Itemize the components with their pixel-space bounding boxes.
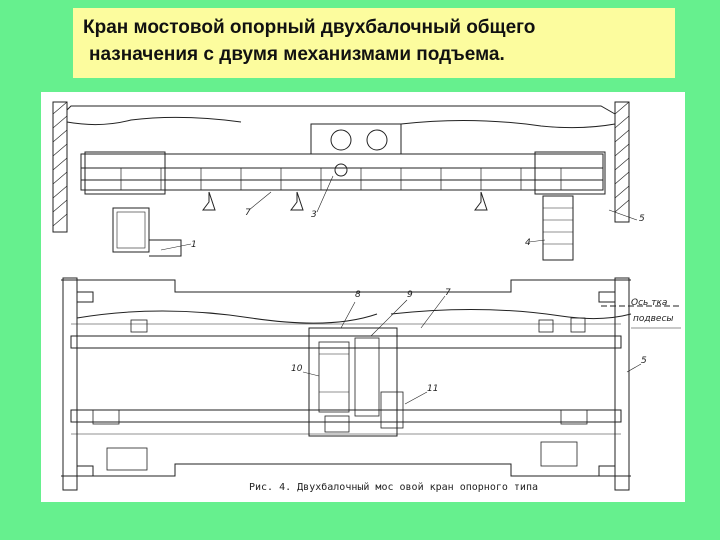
- main-girder-body: [80, 167, 604, 191]
- wheels: [76, 291, 616, 477]
- right-wall-hatch: [614, 101, 630, 213]
- slide-title-line-2: назначения с двумя механизмами подъема.: [89, 44, 505, 65]
- callout-11: 11: [427, 384, 439, 394]
- drive-left-lower: [106, 447, 148, 471]
- callout-1: 1: [191, 240, 197, 250]
- cab-platform: [149, 239, 182, 257]
- plan-bottom-edge: [61, 463, 631, 477]
- callout-10: 10: [291, 364, 303, 374]
- main-girder-top: [80, 153, 604, 169]
- crane-drawing: 1 3 4 5 7 7 8 9 10 11 5 Ось тка подвесы …: [41, 92, 685, 502]
- plan-view: [61, 277, 681, 491]
- left-wall: [52, 101, 68, 233]
- axis-label-line-1: Ось тка: [631, 298, 668, 308]
- end-carriage-left: [84, 151, 166, 195]
- callout-5: 5: [639, 214, 645, 224]
- hoist-drum-right: [366, 129, 388, 151]
- girder-stiffeners: [120, 168, 562, 190]
- drive-left-upper: [92, 409, 120, 425]
- callout-9: 9: [407, 290, 413, 300]
- callout-5-plan: 5: [641, 356, 647, 366]
- hoist-aux: [354, 337, 380, 417]
- callout-3: 3: [311, 210, 317, 220]
- girder-1-plan: [70, 335, 622, 349]
- drive-right-lower: [540, 441, 578, 467]
- hoist-main: [318, 341, 350, 413]
- cable-plan-right: [390, 308, 632, 320]
- figure-caption: Рис. 4. Двухбалочный мос овой кран опорн…: [249, 482, 538, 493]
- slide-title-line-1: Кран мостовой опорный двухбалочный общег…: [83, 17, 536, 38]
- callout-8: 8: [355, 290, 361, 300]
- lamp-2: [290, 191, 304, 211]
- trolley-elevation: [310, 123, 402, 155]
- cable-right: [400, 119, 616, 129]
- lamp-1: [202, 191, 216, 211]
- end-beam-right: [614, 277, 630, 491]
- slide-title-box: Кран мостовой опорный двухбалочный общег…: [73, 8, 675, 78]
- callout-7-plan: 7: [445, 288, 451, 298]
- callout-4: 4: [525, 238, 531, 248]
- roof-line: [66, 105, 616, 115]
- cable-left: [66, 116, 242, 126]
- right-ladder: [542, 195, 574, 261]
- right-wall: [614, 101, 630, 223]
- girder-2-plan: [70, 409, 622, 423]
- hoist-11: [380, 391, 404, 429]
- crane-drawing-svg: [52, 101, 681, 491]
- elevation-view: [52, 101, 638, 261]
- cable-plan-left: [76, 310, 378, 324]
- trolley-plan: [308, 327, 398, 437]
- drive-right-upper: [560, 409, 588, 425]
- operator-cab: [112, 207, 150, 253]
- hoist-drum-left: [330, 129, 352, 151]
- lamp-3: [474, 191, 488, 211]
- callout-7-top: 7: [245, 208, 251, 218]
- end-carriage-right: [534, 151, 606, 195]
- plan-top-edge: [61, 279, 631, 293]
- end-beam-left: [62, 277, 78, 491]
- axis-label-line-2: подвесы: [633, 314, 674, 324]
- left-wall-hatch: [52, 101, 68, 227]
